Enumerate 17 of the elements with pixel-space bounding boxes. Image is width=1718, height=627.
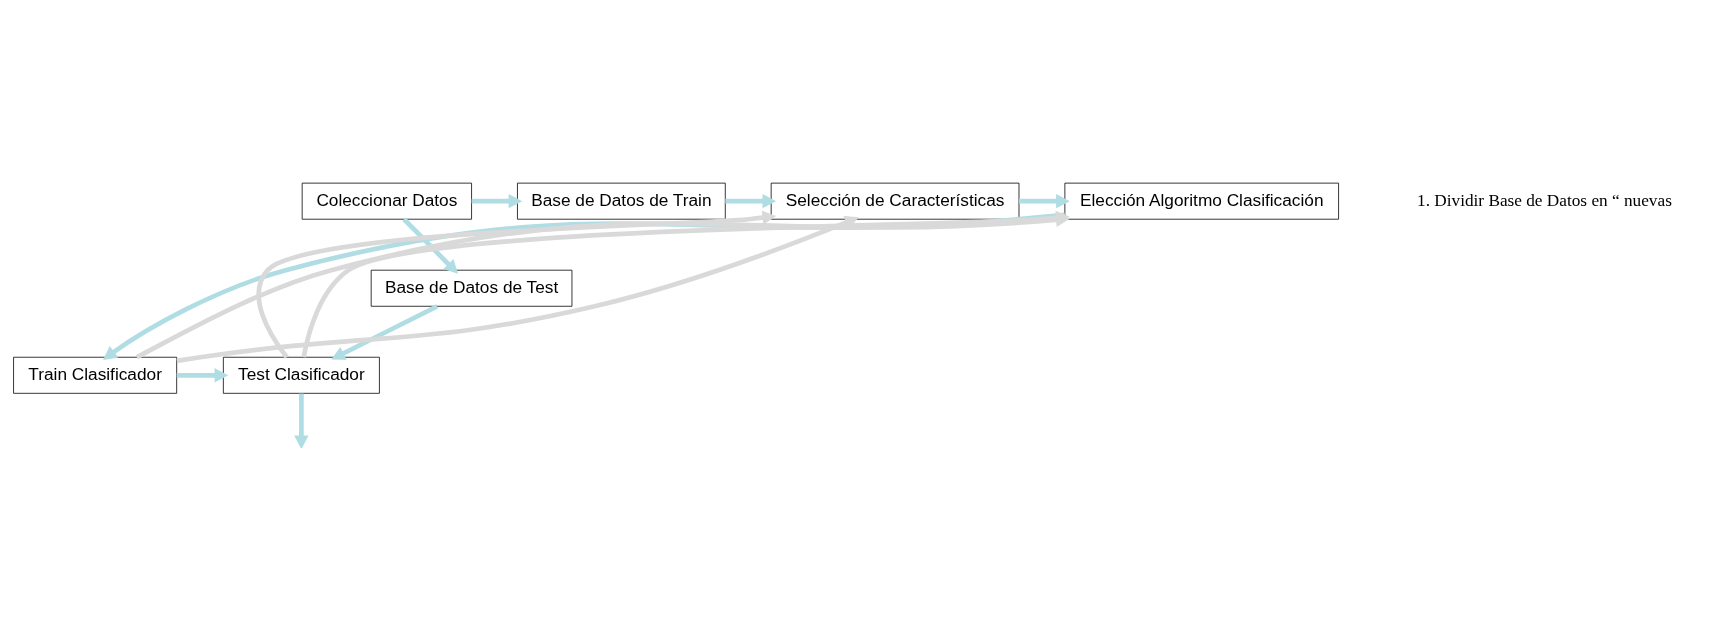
arrow	[294, 393, 309, 448]
arrow	[402, 217, 459, 274]
node-box: Selección de Características	[770, 182, 1020, 220]
arrow	[331, 303, 439, 360]
node-box: Coleccionar Datos	[301, 182, 472, 220]
label: 1. Dividir Base de Datos en “ nuevas	[1417, 190, 1672, 210]
arrow	[176, 215, 859, 363]
node-box: Test Clasificador	[222, 356, 380, 394]
arrow	[471, 193, 523, 208]
node-box: Base de Datos de Test	[370, 269, 573, 307]
node-box: Train Clasificador	[13, 356, 178, 394]
arrow	[176, 367, 229, 382]
node-box: Elección Algoritmo Clasificación	[1064, 182, 1339, 220]
arrow	[1019, 193, 1070, 208]
node-box: Base de Datos de Train	[517, 182, 726, 220]
arrow	[256, 210, 777, 359]
arrow	[725, 193, 777, 208]
